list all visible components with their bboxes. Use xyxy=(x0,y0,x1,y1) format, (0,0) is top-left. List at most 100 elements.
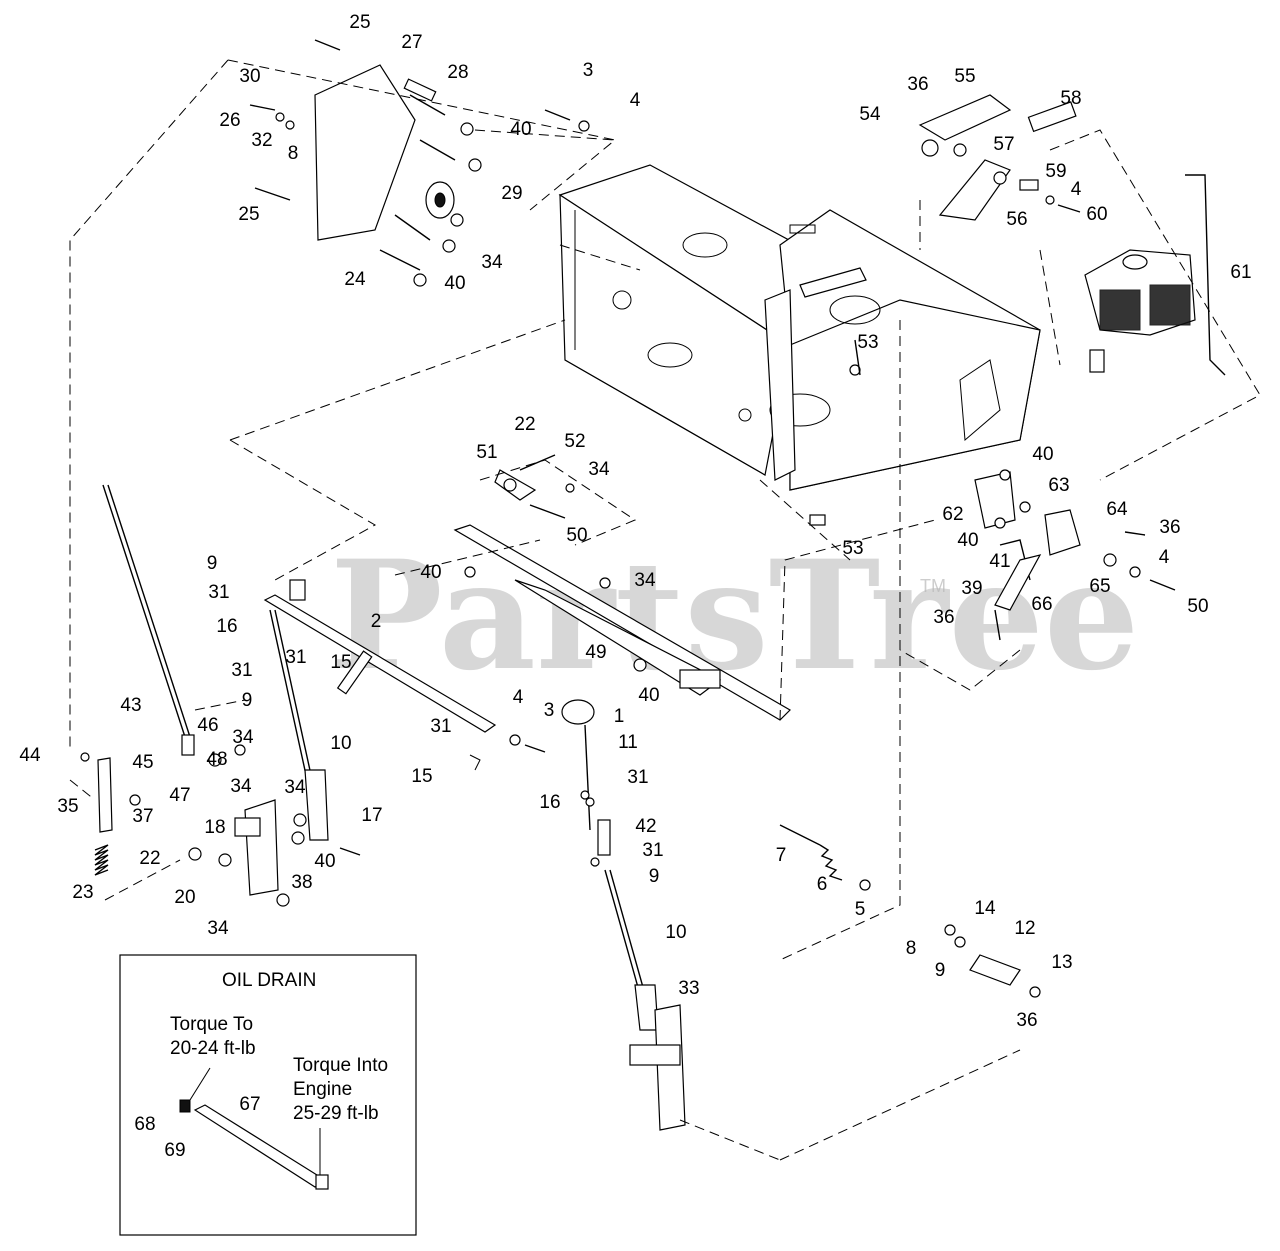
watermark-trademark: TM xyxy=(920,576,946,596)
callout-27: 27 xyxy=(401,32,422,53)
callout-40: 40 xyxy=(957,530,978,551)
torque-into-line1: Torque Into xyxy=(293,1055,388,1076)
callout-31: 31 xyxy=(231,660,252,681)
callout-53: 53 xyxy=(842,538,863,559)
callout-34: 34 xyxy=(207,918,229,939)
callout-46: 46 xyxy=(197,715,218,736)
callout-22: 22 xyxy=(514,414,535,435)
callout-63: 63 xyxy=(1048,475,1069,496)
frame-assembly xyxy=(558,164,1041,491)
callout-47: 47 xyxy=(169,785,190,806)
torque-into-line2: Engine xyxy=(293,1079,352,1100)
callout-60: 60 xyxy=(1086,204,1107,225)
callout-1: 1 xyxy=(614,706,625,727)
callout-33: 33 xyxy=(678,978,699,999)
callout-42: 42 xyxy=(635,816,656,837)
callout-7: 7 xyxy=(776,845,787,866)
callout-50: 50 xyxy=(566,525,587,546)
callout-40: 40 xyxy=(510,119,531,140)
callout-28: 28 xyxy=(447,62,468,83)
callout-16: 16 xyxy=(216,616,237,637)
callout-31: 31 xyxy=(642,840,663,861)
callout-3: 3 xyxy=(583,60,594,81)
callout-11: 11 xyxy=(618,732,638,753)
main-shaft xyxy=(263,579,546,771)
callout-34: 34 xyxy=(588,459,610,480)
callout-67: 67 xyxy=(239,1094,260,1115)
callout-40: 40 xyxy=(420,562,441,583)
right-linkage xyxy=(779,469,1176,998)
lower-linkage xyxy=(561,699,686,1131)
callout-38: 38 xyxy=(291,872,312,893)
callout-2: 2 xyxy=(371,611,382,632)
callout-57: 57 xyxy=(993,134,1014,155)
callout-53: 53 xyxy=(857,332,878,353)
callout-43: 43 xyxy=(120,695,141,716)
callout-36: 36 xyxy=(933,607,954,628)
callout-35: 35 xyxy=(57,796,78,817)
callout-55: 55 xyxy=(954,66,975,87)
callout-29: 29 xyxy=(501,183,522,204)
callout-65: 65 xyxy=(1089,576,1110,597)
callout-40: 40 xyxy=(444,273,465,294)
callout-34: 34 xyxy=(230,776,252,797)
bracket-assembly xyxy=(918,94,1226,376)
callout-20: 20 xyxy=(174,887,195,908)
callout-36: 36 xyxy=(1159,517,1180,538)
callout-10: 10 xyxy=(665,922,686,943)
callout-22: 22 xyxy=(139,848,160,869)
callout-34: 34 xyxy=(634,570,656,591)
callout-4: 4 xyxy=(1071,179,1082,200)
callout-40: 40 xyxy=(1032,444,1053,465)
callout-26: 26 xyxy=(219,110,240,131)
callout-24: 24 xyxy=(344,269,366,290)
callout-44: 44 xyxy=(19,745,41,766)
callout-56: 56 xyxy=(1006,209,1027,230)
callout-31: 31 xyxy=(208,582,229,603)
callout-36: 36 xyxy=(907,74,928,95)
callout-3: 3 xyxy=(544,700,555,721)
callout-40: 40 xyxy=(314,851,335,872)
callout-15: 15 xyxy=(330,652,351,673)
callout-66: 66 xyxy=(1031,594,1052,615)
callout-68: 68 xyxy=(134,1114,155,1135)
callout-17: 17 xyxy=(361,805,382,826)
torque-to-line2: 20-24 ft-lb xyxy=(170,1038,256,1059)
callout-9: 9 xyxy=(935,960,946,981)
callout-59: 59 xyxy=(1045,161,1066,182)
phantom-lines xyxy=(69,59,1261,1161)
callout-37: 37 xyxy=(132,806,153,827)
callout-5: 5 xyxy=(855,899,866,920)
callout-40: 40 xyxy=(638,685,659,706)
callout-50: 50 xyxy=(1187,596,1208,617)
callout-18: 18 xyxy=(204,817,225,838)
callout-51: 51 xyxy=(476,442,497,463)
callout-4: 4 xyxy=(513,687,524,708)
callout-14: 14 xyxy=(974,898,996,919)
callout-9: 9 xyxy=(207,553,218,574)
callout-62: 62 xyxy=(942,504,963,525)
oil-drain-inset: OIL DRAIN Torque To 20-24 ft-lb Torque I… xyxy=(119,954,417,1236)
callout-64: 64 xyxy=(1106,499,1128,520)
callout-52: 52 xyxy=(564,431,585,452)
callout-31: 31 xyxy=(285,647,306,668)
callout-34: 34 xyxy=(232,727,254,748)
callout-34: 34 xyxy=(481,252,503,273)
callout-58: 58 xyxy=(1060,88,1081,109)
callout-49: 49 xyxy=(585,642,606,663)
callout-8: 8 xyxy=(288,143,299,164)
callout-31: 31 xyxy=(430,716,451,737)
callout-54: 54 xyxy=(859,104,881,125)
callout-39: 39 xyxy=(961,578,982,599)
callout-15: 15 xyxy=(411,766,432,787)
callout-32: 32 xyxy=(251,130,272,151)
callout-45: 45 xyxy=(132,752,153,773)
callout-25: 25 xyxy=(349,12,370,33)
center-linkage xyxy=(453,339,861,721)
callout-69: 69 xyxy=(164,1140,185,1161)
callout-23: 23 xyxy=(72,882,93,903)
left-linkage xyxy=(80,484,361,907)
callout-9: 9 xyxy=(242,690,253,711)
